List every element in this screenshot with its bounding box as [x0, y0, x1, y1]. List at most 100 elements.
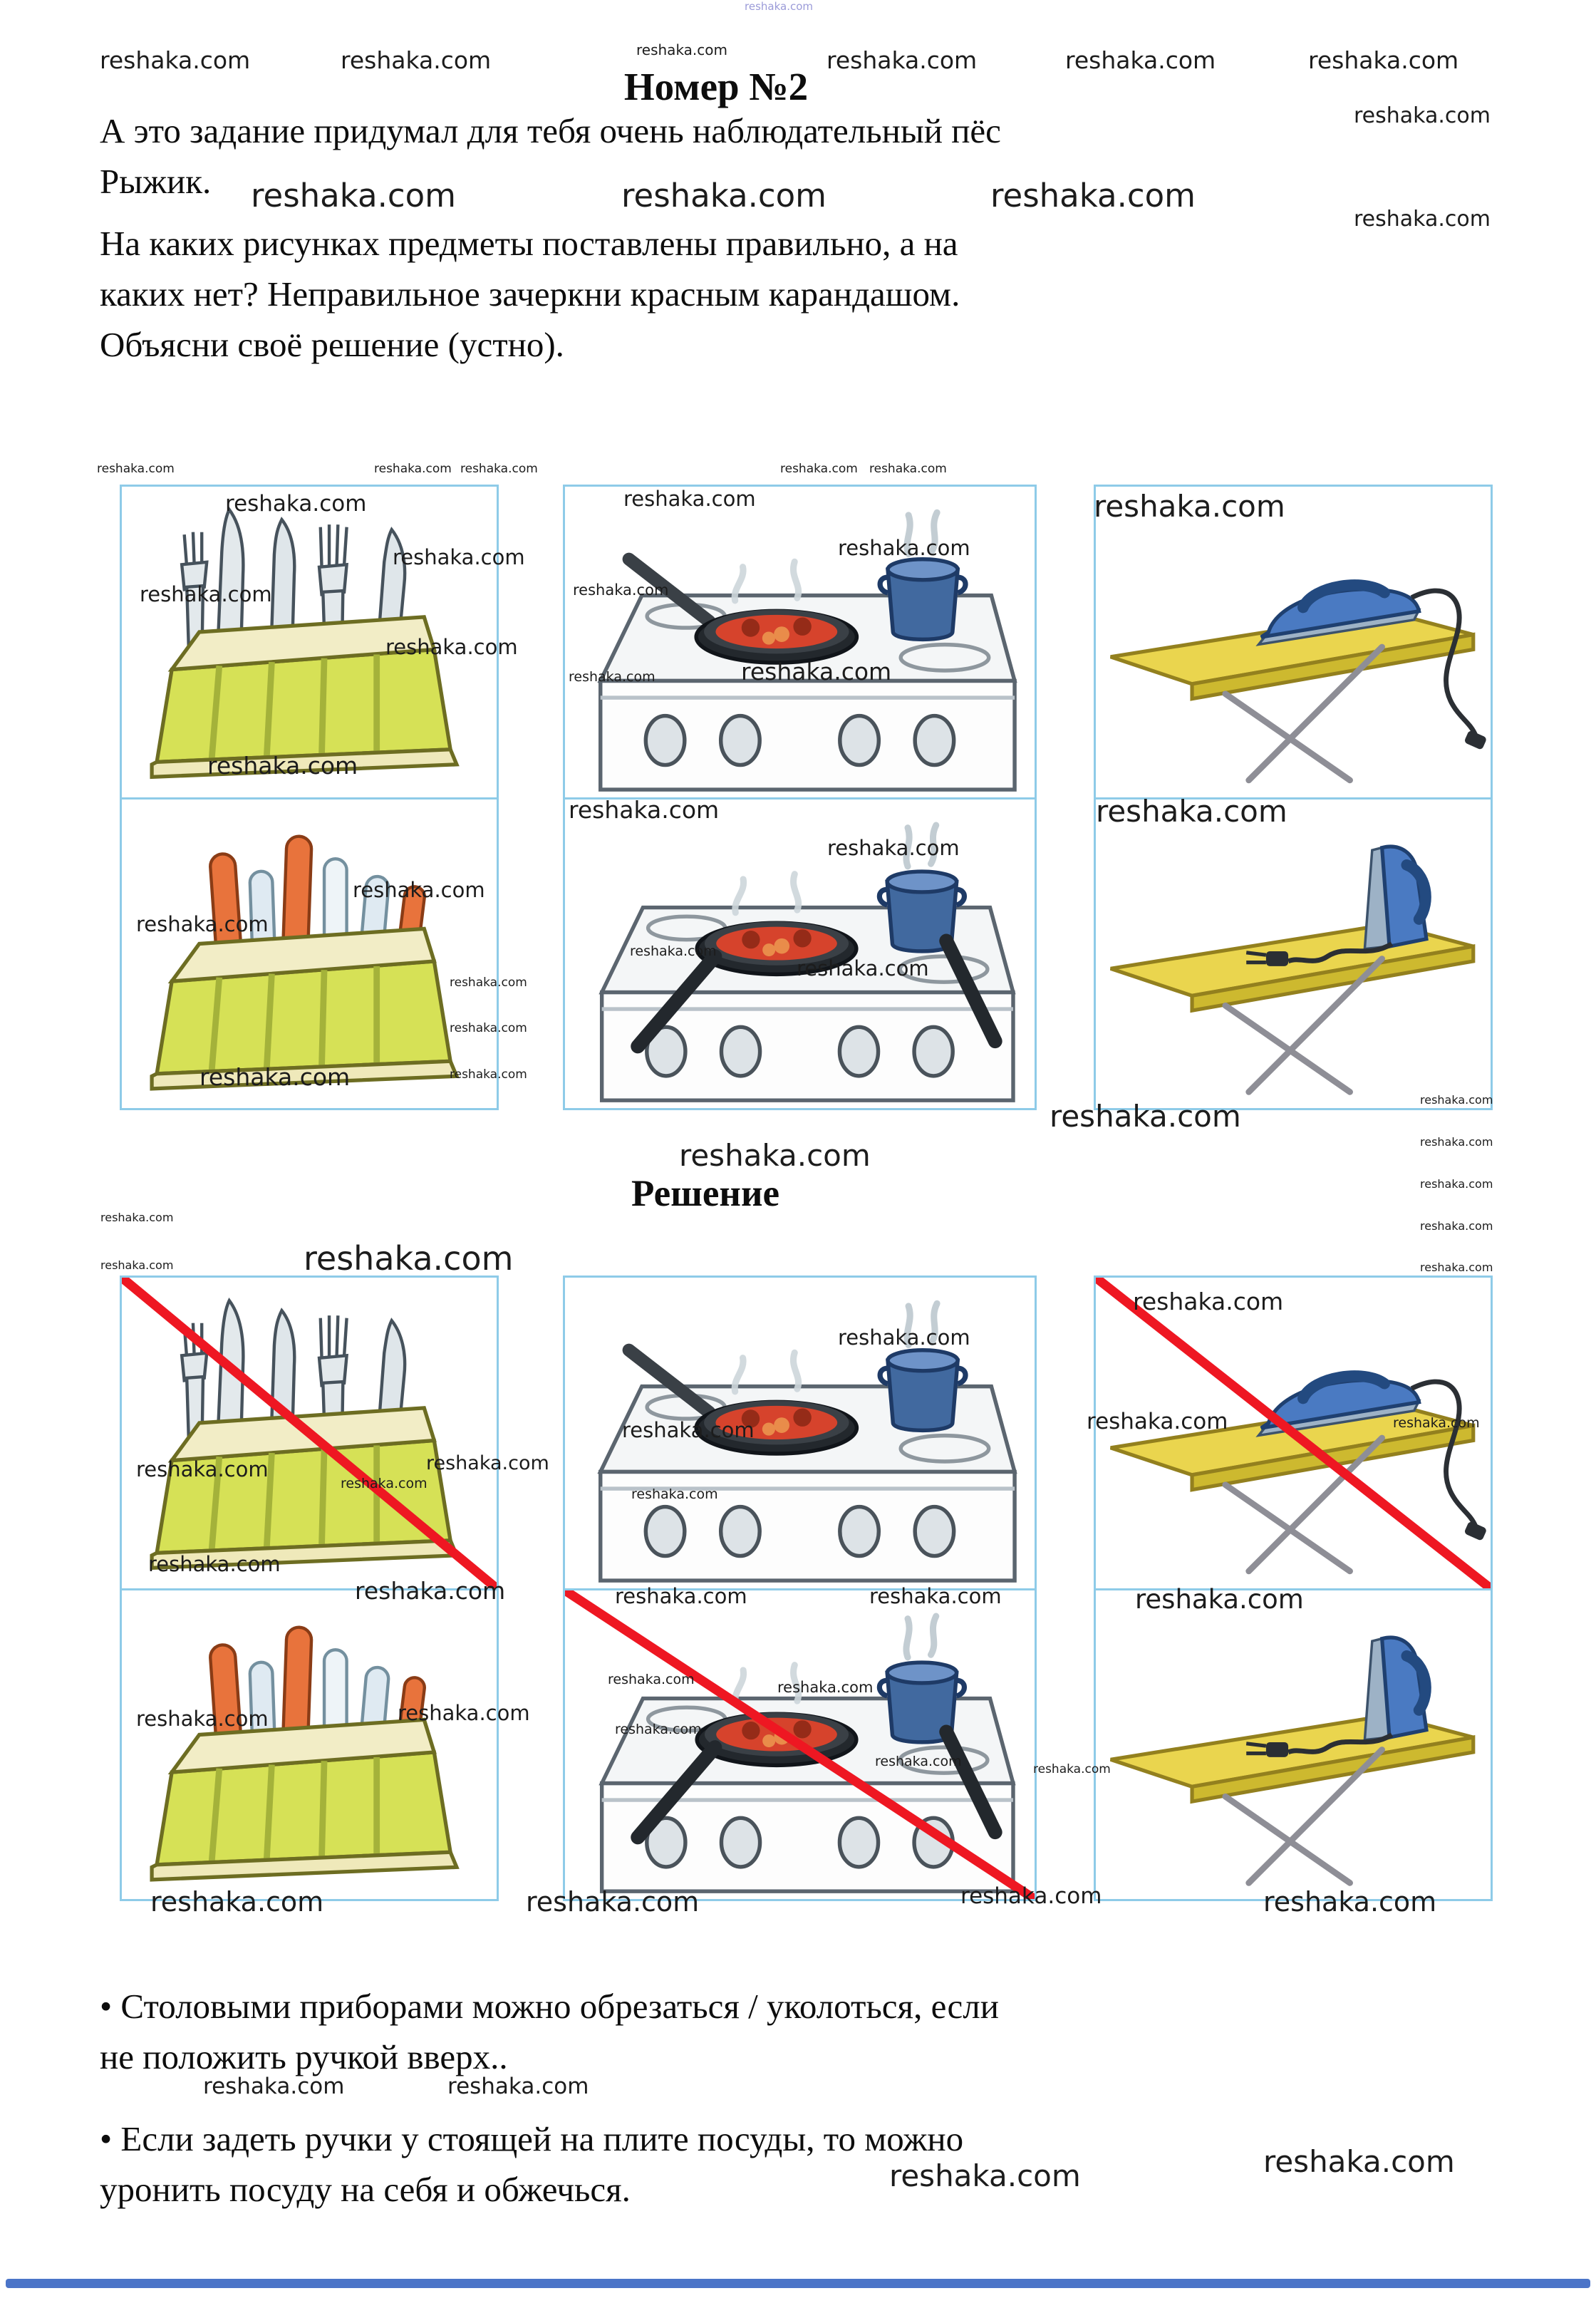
watermark: reshaka.com [630, 943, 717, 959]
watermark: reshaka.com [631, 1486, 718, 1502]
watermark: reshaka.com [1393, 1415, 1480, 1431]
watermark: reshaka.com [341, 1476, 428, 1491]
watermark: reshaka.com [623, 487, 756, 511]
watermark: reshaka.com [100, 1211, 174, 1224]
watermark: reshaka.com [622, 1418, 755, 1442]
watermark: reshaka.com [1420, 1093, 1493, 1107]
watermark: reshaka.com [251, 177, 456, 214]
cutlery-handles-up-illustration [122, 800, 497, 1108]
watermark: reshaka.com [1420, 1219, 1493, 1233]
iron-upright-unplugged-illustration [1096, 1590, 1491, 1899]
watermark: reshaka.com [1263, 1886, 1437, 1918]
watermark: reshaka.com [838, 1325, 970, 1350]
watermark: reshaka.com [385, 635, 518, 659]
watermark: reshaka.com [573, 581, 669, 599]
watermark: reshaka.com [341, 46, 492, 74]
watermark: reshaka.com [447, 2074, 589, 2099]
watermark: reshaka.com [148, 1552, 281, 1576]
watermark: reshaka.com [569, 796, 720, 824]
watermark: reshaka.com [207, 752, 358, 780]
watermark: reshaka.com [225, 491, 367, 517]
watermark: reshaka.com [869, 462, 947, 476]
cutlery-box-solution [120, 1276, 499, 1901]
task-line: А это задание придумал для тебя очень на… [100, 111, 1001, 150]
watermark: reshaka.com [393, 545, 525, 569]
iron-upright-unplugged-image-solution [1096, 1588, 1491, 1899]
watermark: reshaka.com [615, 1584, 747, 1608]
watermark: reshaka.com [1096, 794, 1287, 829]
watermark: reshaka.com [608, 1672, 695, 1687]
watermark: reshaka.com [1354, 103, 1491, 128]
watermark: reshaka.com [150, 1886, 324, 1918]
red-cross-mark [1096, 1278, 1491, 1588]
watermark: reshaka.com [426, 1452, 549, 1474]
answer-list: • Столовыми приборами можно обрезаться /… [100, 1981, 1454, 2215]
watermark: reshaka.com [1263, 2144, 1455, 2179]
iron-lying-plugged-image [1096, 487, 1491, 797]
iron-box-solution [1094, 1276, 1493, 1901]
page-title: Номер №2 [623, 65, 809, 108]
stove-handles-out-image [565, 797, 1035, 1108]
watermark: reshaka.com [355, 1577, 506, 1605]
watermark: reshaka.com [780, 462, 858, 476]
watermark: reshaka.com [1354, 207, 1491, 232]
watermark: reshaka.com [136, 1457, 269, 1481]
watermark: reshaka.com [450, 1067, 527, 1082]
watermark: reshaka.com [826, 46, 978, 74]
watermark: reshaka.com [569, 669, 656, 685]
watermark: reshaka.com [1420, 1177, 1493, 1191]
watermark: reshaka.com [636, 41, 727, 58]
watermark: reshaka.com [200, 1063, 351, 1091]
watermark: reshaka.com [1050, 1099, 1241, 1134]
watermark: reshaka.com [1087, 1409, 1228, 1434]
iron-lying-plugged-illustration [1096, 487, 1491, 797]
watermark: reshaka.com [1094, 489, 1285, 524]
solution-heading: Решение [631, 1173, 780, 1214]
watermark: reshaka.com [100, 46, 251, 74]
red-cross-mark [122, 1278, 497, 1588]
bottom-border [6, 2279, 1590, 2288]
watermark: reshaka.com [203, 2074, 345, 2099]
watermark: reshaka.com [460, 462, 538, 476]
task-line: каких нет? Неправильное зачеркни красным… [100, 274, 960, 314]
watermark: reshaka.com [1420, 1135, 1493, 1149]
cutlery-box [120, 485, 499, 1110]
watermark: reshaka.com [1065, 46, 1216, 74]
watermark: reshaka.com [1420, 1261, 1493, 1274]
watermark: reshaka.com [136, 1707, 269, 1731]
watermark: reshaka.com [797, 956, 929, 981]
answer-line: • Столовыми приборами можно обрезаться /… [100, 1987, 999, 2026]
task-line: На каких рисунках предметы поставлены пр… [100, 224, 958, 263]
stove-handles-in-image [565, 487, 1035, 797]
watermark: reshaka.com [745, 0, 813, 13]
watermark: reshaka.com [304, 1239, 514, 1278]
task-line: Рыжик. [100, 162, 212, 201]
stove-box [563, 485, 1037, 1110]
watermark: reshaka.com [869, 1584, 1002, 1608]
watermark: reshaka.com [990, 177, 1196, 214]
watermark: reshaka.com [960, 1883, 1102, 1909]
watermark: reshaka.com [838, 536, 970, 560]
watermark: reshaka.com [140, 582, 272, 606]
iron-box [1094, 485, 1493, 1110]
watermark: reshaka.com [100, 1258, 174, 1272]
cutlery-blades-up-image-solution [122, 1278, 497, 1588]
watermark: reshaka.com [136, 912, 269, 936]
watermark: reshaka.com [741, 658, 892, 685]
watermark: reshaka.com [398, 1701, 530, 1725]
watermark: reshaka.com [353, 878, 485, 902]
answer-item: • Столовыми приборами можно обрезаться /… [100, 1981, 1454, 2082]
iron-upright-unplugged-image [1096, 797, 1491, 1108]
answer-item: • Если задеть ручки у стоящей на плите п… [100, 2113, 1454, 2215]
watermark: reshaka.com [889, 2158, 1081, 2193]
watermark: reshaka.com [526, 1886, 700, 1918]
watermark: reshaka.com [374, 462, 452, 476]
iron-upright-unplugged-illustration [1096, 800, 1491, 1108]
cutlery-handles-up-image-solution [122, 1588, 497, 1899]
cutlery-handles-up-illustration [122, 1590, 497, 1899]
answer-line: не положить ручкой вверх.. [100, 2037, 508, 2076]
watermark: reshaka.com [621, 177, 826, 214]
watermark: reshaka.com [450, 976, 527, 990]
watermark: reshaka.com [97, 462, 175, 476]
